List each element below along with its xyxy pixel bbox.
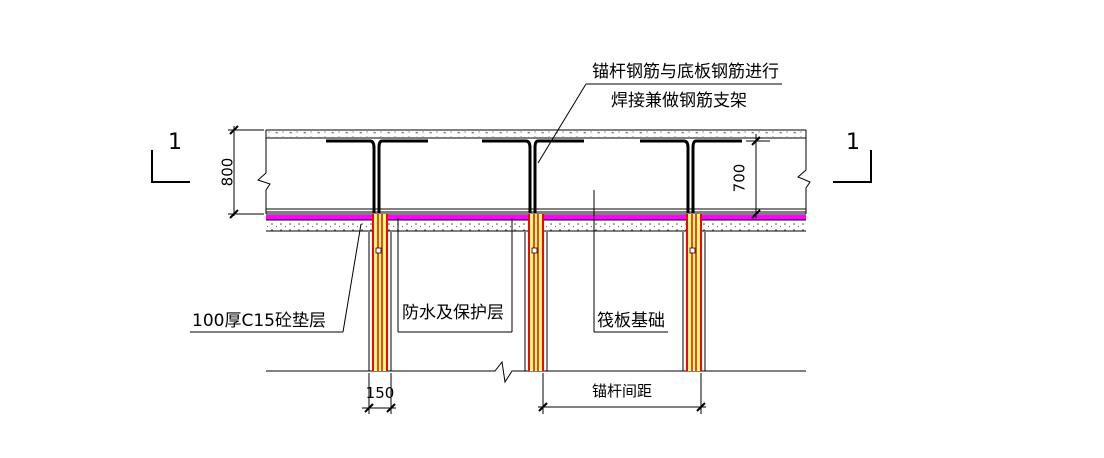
anchor-width-dimension xyxy=(362,373,396,414)
ground-line xyxy=(266,360,806,384)
raft-slab xyxy=(257,129,811,215)
section-mark-right xyxy=(833,150,872,183)
anchor-depth-dimension xyxy=(746,134,770,219)
slab-thickness-label: 800 xyxy=(219,158,237,187)
section-mark-left xyxy=(151,150,190,183)
section-mark-right-label: 1 xyxy=(846,130,860,155)
anchor-bar-3 xyxy=(640,139,742,371)
slab-thickness-dimension xyxy=(228,125,264,219)
waterproof-layer-label: 防水及保护层 xyxy=(402,303,504,323)
anchor-bar-2 xyxy=(482,139,584,371)
leader-lines xyxy=(190,83,782,333)
anchor-note-line1: 锚杆钢筋与底板钢筋进行 xyxy=(592,62,779,82)
anchor-spacing-label: 锚杆间距 xyxy=(592,382,652,400)
cushion-layer-label: 100厚C15砼垫层 xyxy=(192,311,326,331)
raft-foundation-label: 筏板基础 xyxy=(597,311,665,331)
section-mark-left-label: 1 xyxy=(168,130,182,155)
anchor-spacing-dimension xyxy=(538,373,706,414)
anchor-width-label: 150 xyxy=(366,384,395,402)
anchor-depth-label: 700 xyxy=(731,164,749,193)
anchor-bar-1 xyxy=(326,139,428,371)
anchor-note-line2: 焊接兼做钢筋支架 xyxy=(611,91,747,111)
